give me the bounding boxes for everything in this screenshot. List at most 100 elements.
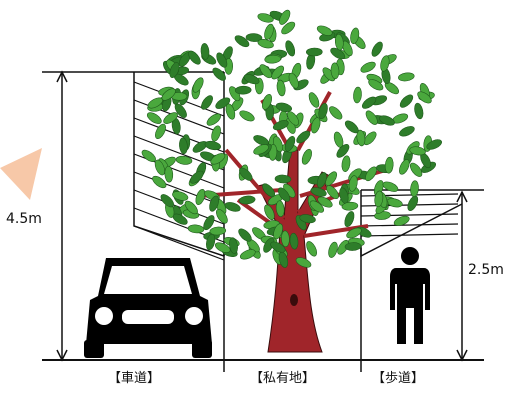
car-icon bbox=[84, 258, 212, 358]
leaf bbox=[212, 67, 226, 81]
leaf bbox=[174, 103, 187, 118]
leaf bbox=[224, 202, 241, 212]
leaf bbox=[309, 200, 325, 213]
leaf bbox=[259, 64, 273, 79]
zone-sidewalk-label: 【歩道】 bbox=[372, 371, 425, 386]
leaf bbox=[188, 50, 201, 65]
leaf bbox=[270, 241, 286, 253]
leaf bbox=[286, 111, 300, 126]
tree-icon bbox=[141, 9, 442, 353]
leaf bbox=[341, 155, 351, 172]
leaf bbox=[216, 52, 228, 68]
leaf bbox=[164, 165, 174, 183]
leaf bbox=[239, 110, 255, 122]
leaf bbox=[152, 175, 167, 189]
arrow-icon bbox=[0, 148, 42, 200]
leaf bbox=[262, 183, 276, 198]
leaf bbox=[407, 195, 419, 212]
leaf bbox=[342, 40, 353, 57]
leaf bbox=[238, 195, 256, 205]
leaf bbox=[141, 149, 156, 162]
leaf bbox=[216, 209, 228, 224]
leaf bbox=[306, 241, 317, 257]
leaf bbox=[184, 200, 198, 215]
leaf bbox=[234, 85, 252, 95]
leaf bbox=[271, 65, 285, 80]
leaf bbox=[316, 172, 327, 189]
leaf bbox=[326, 185, 339, 199]
zone-road-label: 【車道】 bbox=[108, 371, 161, 386]
leaf bbox=[329, 106, 343, 120]
leaf bbox=[350, 27, 360, 44]
leaf bbox=[414, 102, 424, 120]
leaf bbox=[316, 25, 333, 36]
leaf bbox=[239, 167, 253, 181]
leaf bbox=[272, 120, 289, 131]
leaf bbox=[210, 153, 226, 165]
leaf bbox=[234, 35, 250, 48]
leaf bbox=[284, 136, 296, 152]
leaf bbox=[374, 190, 384, 208]
leaf bbox=[289, 232, 299, 250]
leaf bbox=[344, 120, 359, 134]
leaf bbox=[229, 237, 238, 254]
leaf bbox=[206, 113, 221, 126]
leaf bbox=[172, 191, 189, 201]
leaf bbox=[409, 162, 423, 177]
leaf bbox=[382, 181, 399, 192]
leaf bbox=[295, 257, 312, 268]
leaf bbox=[384, 156, 394, 174]
leaf bbox=[361, 96, 377, 109]
hatch-line bbox=[360, 223, 459, 227]
leaf bbox=[175, 155, 193, 165]
leaf bbox=[346, 227, 362, 239]
leaf bbox=[353, 86, 362, 104]
leaf bbox=[399, 126, 415, 137]
person-icon bbox=[390, 247, 430, 344]
leaf bbox=[275, 102, 293, 112]
leaf bbox=[275, 200, 285, 217]
sidewalk-clearance-envelope bbox=[360, 190, 463, 258]
leaf bbox=[417, 91, 432, 104]
leaf bbox=[264, 54, 281, 64]
leaf bbox=[214, 242, 231, 253]
leaf bbox=[161, 88, 176, 101]
leaf bbox=[155, 123, 166, 140]
hatch-line bbox=[133, 171, 225, 207]
leaf bbox=[399, 94, 414, 108]
leaf bbox=[264, 204, 275, 221]
leaf bbox=[409, 146, 426, 156]
road-clearance-label: 4.5m bbox=[6, 211, 42, 227]
leaf bbox=[317, 196, 333, 208]
leaf bbox=[179, 137, 188, 155]
leaf bbox=[371, 41, 383, 57]
leaf bbox=[288, 72, 299, 89]
hatch-line bbox=[133, 135, 225, 171]
leaf bbox=[310, 187, 327, 197]
leaf bbox=[348, 175, 358, 192]
leaf bbox=[380, 55, 390, 72]
leaf bbox=[201, 95, 213, 110]
leaf bbox=[308, 92, 320, 108]
leaf bbox=[285, 40, 296, 57]
leaf bbox=[301, 148, 312, 165]
leaf bbox=[399, 159, 410, 175]
leaf bbox=[195, 189, 206, 205]
leaf bbox=[192, 77, 204, 93]
hatch-line bbox=[133, 225, 225, 261]
leaf bbox=[341, 201, 359, 211]
leaf bbox=[225, 103, 236, 120]
leaf bbox=[426, 139, 442, 150]
leaf bbox=[243, 74, 260, 85]
leaf bbox=[187, 224, 205, 234]
leaf bbox=[344, 211, 355, 228]
leaf bbox=[276, 79, 286, 97]
leaf bbox=[325, 171, 338, 186]
leaf bbox=[257, 13, 274, 23]
leaf bbox=[365, 110, 378, 125]
leaf bbox=[379, 115, 395, 126]
leaf bbox=[336, 144, 350, 158]
leaf bbox=[344, 242, 362, 251]
leaf bbox=[239, 249, 256, 260]
leaf bbox=[360, 61, 376, 73]
